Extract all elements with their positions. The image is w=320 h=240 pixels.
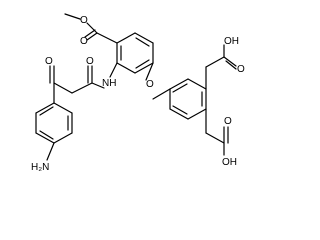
bond-ring-c-6-inner <box>39 106 54 116</box>
bond-bottom-ch2-acid-c <box>205 132 225 144</box>
bond-ring-c-3 <box>53 132 73 144</box>
atom-ketone-o: O <box>45 56 53 67</box>
bond-ch2-ketone-c <box>53 82 73 94</box>
atom-ester-carbonyl-o: O <box>80 36 88 47</box>
bond-carbonyl-c-o-double-2 <box>84 29 96 38</box>
bond-ring-a-1 <box>116 32 136 44</box>
bond-lines <box>35 13 237 161</box>
bond-ring-c-amine <box>46 142 55 161</box>
bond-ring-c-1 <box>53 102 73 114</box>
atom-bottom-acid-o: O <box>224 116 232 127</box>
bond-ring-b-4 <box>187 108 207 120</box>
bond-ring-a-nh <box>109 62 118 78</box>
atom-methoxy-o: O <box>80 15 88 26</box>
bond-ring-a-2-inner <box>135 37 150 47</box>
bond-o-carbonyl-c <box>86 22 98 34</box>
bond-ring-c-6 <box>35 102 55 114</box>
bond-nh-amide-c <box>91 82 105 89</box>
bond-ring-a-4 <box>134 62 154 74</box>
bond-ring-a-5 <box>116 62 136 74</box>
bond-ring-b-1-inner <box>172 83 188 93</box>
bond-carbonyl-c-o-double <box>86 32 98 41</box>
bond-ring-c-4-inner <box>39 130 54 140</box>
bond-ring-b-2 <box>187 78 207 90</box>
atom-top-acid-o: O <box>237 64 245 75</box>
bond-ring-a-2 <box>134 32 154 44</box>
bond-ring-a-4-inner <box>135 59 150 69</box>
atom-top-acid-oh: OH <box>224 36 239 47</box>
bond-ring-a-ether-o <box>145 62 154 81</box>
atom-bottom-acid-oh: OH <box>222 157 237 168</box>
atom-labels: O O NH O O O OH O O OH H₂N <box>31 15 245 173</box>
bond-ether-o-ring-b <box>152 88 171 100</box>
bond-carbonyl-c-ring <box>96 32 118 44</box>
bond-top-acid-c-o-double <box>225 60 237 70</box>
chemical-structure-diagram: O O NH O O O OH O O OH H₂N <box>31 13 245 173</box>
bond-amide-c-ch2 <box>71 82 93 94</box>
bond-ring-c-4 <box>35 132 55 144</box>
atom-ether-o: O <box>146 79 154 90</box>
atom-amide-o: O <box>86 56 94 67</box>
atom-amide-nh: NH <box>102 78 116 89</box>
bond-top-ch2-acid-c <box>205 56 225 68</box>
atom-amine: H₂N <box>31 162 49 173</box>
bond-top-acid-c-o <box>223 56 237 67</box>
bond-ring-b-5-inner <box>172 105 188 115</box>
bond-methyl-o <box>64 13 81 20</box>
bond-ring-b-5 <box>169 108 189 120</box>
bond-ring-b-1 <box>169 78 189 90</box>
